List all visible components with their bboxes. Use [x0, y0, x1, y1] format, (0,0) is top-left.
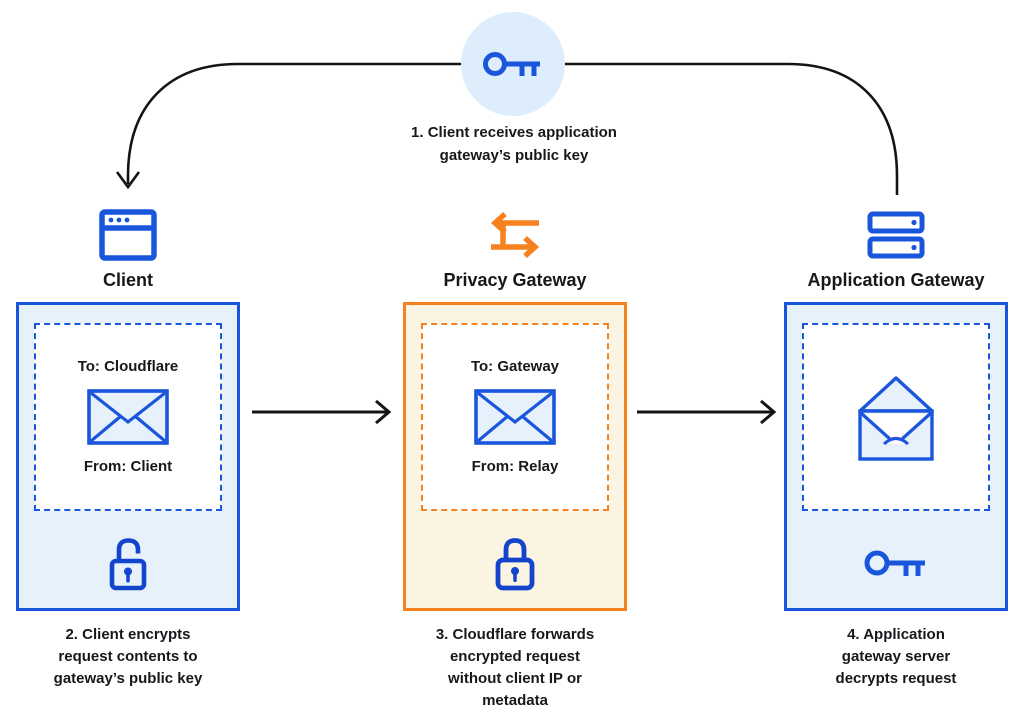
client-caption: 2. Client encrypts request contents to g…	[53, 626, 203, 687]
public-key-bubble	[461, 12, 565, 116]
client-to-privacy-arrowhead	[375, 399, 392, 425]
application-gateway-box	[784, 302, 1008, 611]
step1-caption: 1. Client receives application gateway’s…	[411, 124, 617, 164]
privacy-gateway-caption: 3. Cloudflare forwards encrypted request…	[435, 626, 595, 707]
application-gateway-caption: 4. Application gateway server decrypts r…	[835, 626, 957, 687]
application-gateway-message	[802, 323, 990, 511]
privacy-gateway-box: To: Gateway From: Relay	[403, 302, 627, 611]
privacy-gateway-title: Privacy Gateway	[443, 270, 587, 290]
key-icon	[864, 550, 925, 576]
client-box: To: Cloudflare From: Client	[16, 302, 240, 611]
privacy-gateway-message: To: Gateway From: Relay	[421, 323, 609, 511]
client-message-to: To: Cloudflare	[77, 358, 179, 375]
privacy-gateway-message-to: To: Gateway	[470, 358, 560, 375]
swap-arrows-icon	[488, 208, 542, 262]
key-to-client-curve	[126, 62, 514, 184]
client-message: To: Cloudflare From: Client	[34, 323, 222, 511]
client-title: Client	[102, 270, 153, 290]
server-icon	[867, 208, 925, 262]
closed-lock-icon	[495, 537, 535, 590]
key-icon	[483, 52, 540, 76]
closed-envelope-icon	[87, 389, 169, 445]
closed-envelope-icon	[474, 389, 556, 445]
privacy-gateway-message-from: From: Relay	[471, 458, 559, 475]
application-gateway-header: Application Gateway	[784, 208, 1008, 290]
application-gateway-key-row	[787, 517, 1005, 608]
client-lock-row	[19, 517, 237, 608]
key-to-client-arrowhead	[115, 171, 141, 190]
browser-icon	[99, 208, 157, 262]
privacy-to-gateway-arrowhead	[760, 399, 777, 425]
client-header: Client	[16, 208, 240, 290]
gateway-to-key-curve	[514, 62, 899, 195]
client-message-from: From: Client	[83, 458, 173, 475]
application-gateway-title: Application Gateway	[807, 270, 985, 290]
open-lock-icon	[109, 537, 147, 590]
privacy-gateway-header: Privacy Gateway	[403, 208, 627, 290]
open-envelope-icon	[858, 376, 934, 461]
privacy-gateway-lock-row	[406, 517, 624, 608]
